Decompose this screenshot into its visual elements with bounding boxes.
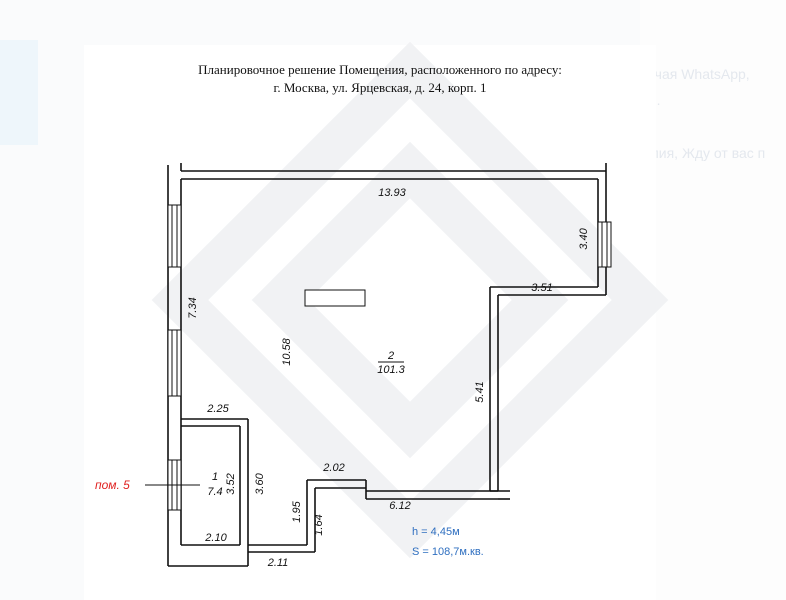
dim-step-vertical-1: 1.95 — [291, 500, 303, 522]
ceiling-height-info: h = 4,45м — [412, 526, 460, 538]
room-2-label: 2 101.3 — [377, 350, 405, 376]
dim-bottom-step: 2.02 — [322, 462, 344, 474]
dim-right-lower: 5.41 — [474, 381, 486, 402]
dim-bottom-right: 6.12 — [389, 500, 410, 512]
pom-5-label: пом. 5 — [95, 478, 130, 492]
background-left-panel — [0, 40, 38, 145]
room-1-label: 1 7.4 — [207, 471, 222, 498]
room-area: 7.4 — [207, 486, 222, 498]
dim-right-top-wall: 3.40 — [578, 227, 590, 249]
dim-step-vertical-2: 1.64 — [313, 514, 325, 535]
plan-windows — [167, 204, 612, 511]
dim-left-upper: 7.34 — [187, 297, 199, 318]
total-area-info: S = 108,7м.кв. — [412, 546, 484, 558]
dim-top-width: 13.93 — [378, 187, 406, 199]
dim-small-room-top: 2.25 — [206, 403, 229, 415]
dim-right-step: 3.51 — [531, 282, 552, 294]
room-area: 101.3 — [377, 364, 405, 376]
plan-title-line-2: г. Москва, ул. Ярцевская, д. 24, корп. 1 — [273, 80, 487, 95]
dim-inner-height: 10.58 — [281, 337, 293, 365]
dim-small-room-height: 3.60 — [254, 472, 266, 494]
plan-title-line-1: Планировочное решение Помещения, располо… — [198, 62, 562, 77]
dim-bottom-left: 2.10 — [204, 532, 227, 544]
dim-bottom-mid: 2.11 — [267, 557, 289, 569]
room-number: 1 — [212, 471, 218, 483]
dim-small-room-inner: 3.52 — [225, 473, 237, 494]
room-number: 2 — [387, 350, 394, 362]
background-chat-text: Элия, Жду от вас п — [641, 145, 766, 161]
